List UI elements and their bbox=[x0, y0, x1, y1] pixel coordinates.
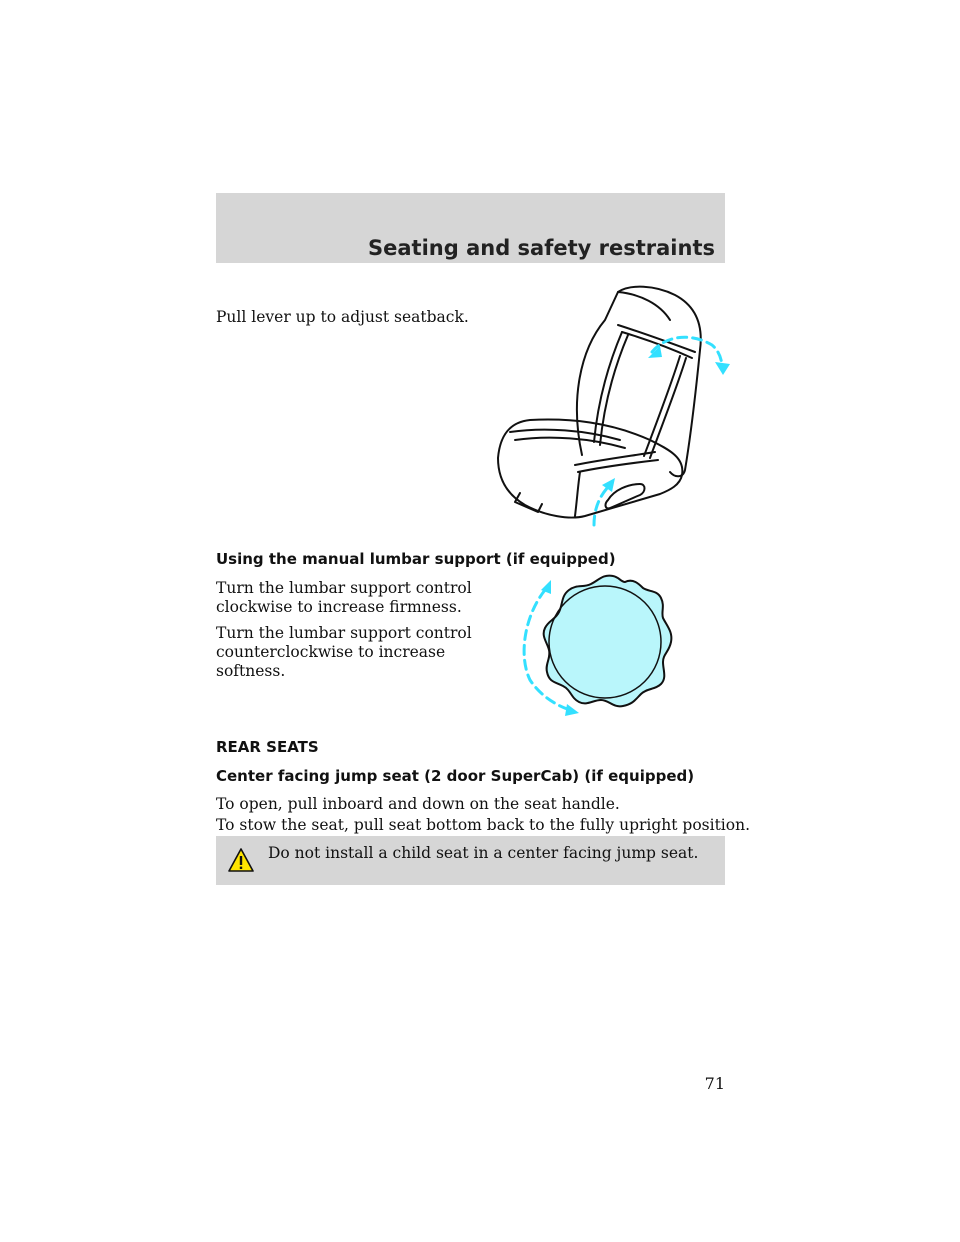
section-title: Seating and safety restraints bbox=[368, 236, 715, 260]
seatback-outline bbox=[575, 285, 702, 478]
text-line: Turn the lumbar support control bbox=[216, 624, 472, 642]
text-line: Turn the lumbar support control bbox=[216, 579, 472, 597]
text-line: clockwise to increase firmness. bbox=[216, 598, 462, 616]
warning-triangle-icon bbox=[228, 848, 254, 872]
lumbar-knob-illustration bbox=[522, 574, 673, 716]
knob-arrow-head-top bbox=[541, 580, 551, 594]
section-header: Seating and safety restraints bbox=[216, 193, 725, 263]
jump-seat-subheading: Center facing jump seat (2 door SuperCab… bbox=[216, 767, 695, 785]
seat-cushion-outline bbox=[497, 418, 684, 519]
arrow-head-upper-right bbox=[715, 362, 730, 375]
warning-text: Do not install a child seat in a center … bbox=[268, 844, 699, 862]
knob-arrow-head-bottom bbox=[565, 704, 579, 716]
jump-seat-stow-text: To stow the seat, pull seat bottom back … bbox=[216, 816, 751, 834]
lumbar-firmness-paragraph: Turn the lumbar support control clockwis… bbox=[216, 579, 472, 617]
seat-illustration bbox=[497, 285, 730, 527]
seatback-instruction: Pull lever up to adjust seatback. bbox=[216, 308, 469, 326]
lumbar-softness-paragraph: Turn the lumbar support control counterc… bbox=[216, 624, 472, 681]
page-number: 71 bbox=[704, 1074, 725, 1093]
rear-seats-heading: REAR SEATS bbox=[216, 738, 319, 756]
text-line: counterclockwise to increase bbox=[216, 643, 446, 661]
arrow-head-upper-left bbox=[648, 346, 662, 358]
warning-box: Do not install a child seat in a center … bbox=[216, 836, 725, 885]
lumbar-knob bbox=[542, 574, 673, 708]
jump-seat-open-text: To open, pull inboard and down on the se… bbox=[216, 795, 620, 813]
text-line: softness. bbox=[216, 662, 286, 680]
recline-lever bbox=[604, 483, 646, 510]
lumbar-heading: Using the manual lumbar support (if equi… bbox=[216, 550, 616, 568]
arrow-head-lever bbox=[602, 478, 615, 492]
